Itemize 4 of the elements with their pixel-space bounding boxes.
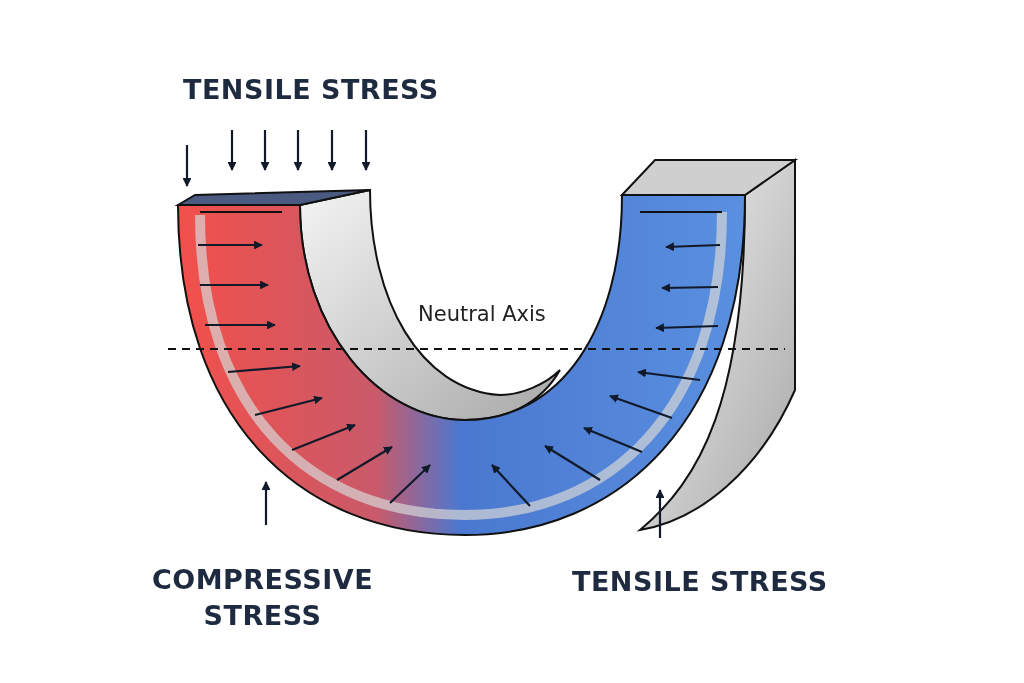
stress-label: TENSILE STRESS bbox=[183, 74, 439, 105]
stress-label: COMPRESSIVE STRESS bbox=[150, 563, 375, 633]
stress-label: TENSILE STRESS bbox=[572, 566, 828, 597]
axis-label: Neutral Axis bbox=[418, 302, 546, 326]
